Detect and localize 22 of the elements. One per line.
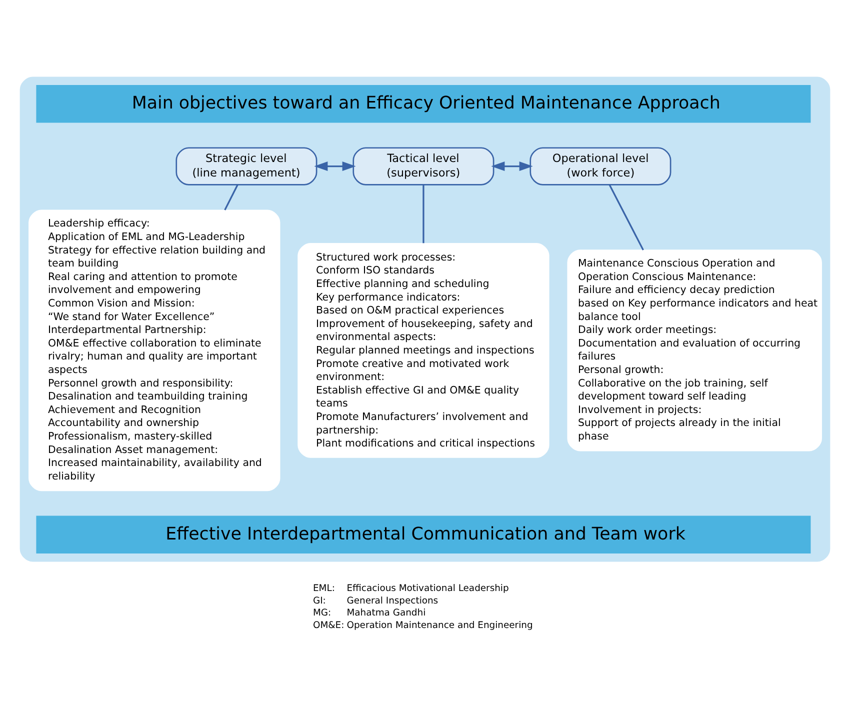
- node-box: Strategic level (line management): [176, 147, 318, 186]
- connector: [608, 184, 644, 250]
- node-box: Operational level (work force): [530, 147, 672, 186]
- node-box: Main objectives toward an Efficacy Oriented Maintenance Approach: [36, 84, 811, 123]
- arrow: [314, 162, 356, 172]
- label: Mahatma Gandhi: [346, 608, 426, 619]
- connector: [224, 184, 238, 210]
- label: GI:: [312, 595, 326, 606]
- label: OM&E:: [312, 620, 344, 631]
- node-box: Leadership efficacy: Application of EML and MG-Leadership Strategy for effective relation building and team building Real caring and attention to promote involvement and empowering Common Vision and Mission: “We stand for Water Excellence” Interdepartmental Partnership: OM&E effective collaboration to eliminate rivalry; human and quality are important aspects Personnel growth and responsibility: Desalination and teambuilding training Achievement and Recognition Accountability and ownership Professionalism, mastery-skilled Desalination Asset management: Increased maintainability, availability and reliability: [28, 210, 280, 492]
- node-box: Maintenance Conscious Operation and Operation Conscious Maintenance: Failure and efficiency decay prediction based on Key performance indicators and heat balance tool Daily work order meetings: Documentation and evaluation of occurring failures Personal growth: Collaborative on the job training, self development toward self leading Involvement in projects: Support of projects already in the initial phase: [567, 250, 822, 452]
- cluster: [20, 76, 830, 562]
- node-box: Effective Interdepartmental Communication and Team work: [36, 516, 811, 554]
- label: General Inspections: [346, 595, 438, 606]
- label: EML:: [312, 583, 335, 594]
- label: Operation Maintenance and Engineering: [346, 620, 533, 631]
- node-box: Structured work processes: Conform ISO standards Effective planning and scheduling Key performance indicators: Based on O&M practical experiences Improvement of housekeeping, safety and environmental aspects: Regular planned meetings and inspections Promote creative and motivated work environment: Establish effective GI and OM&E quality teams Promote Manufacturers’ involvement and partnership: Plant modifications and critical inspections: [298, 243, 550, 458]
- connector: [422, 184, 424, 244]
- node-box: Tactical level (supervisors): [352, 147, 494, 186]
- arrow: [491, 162, 533, 172]
- label: Efficacious Motivational Leadership: [346, 583, 509, 594]
- label: MG:: [312, 608, 332, 619]
